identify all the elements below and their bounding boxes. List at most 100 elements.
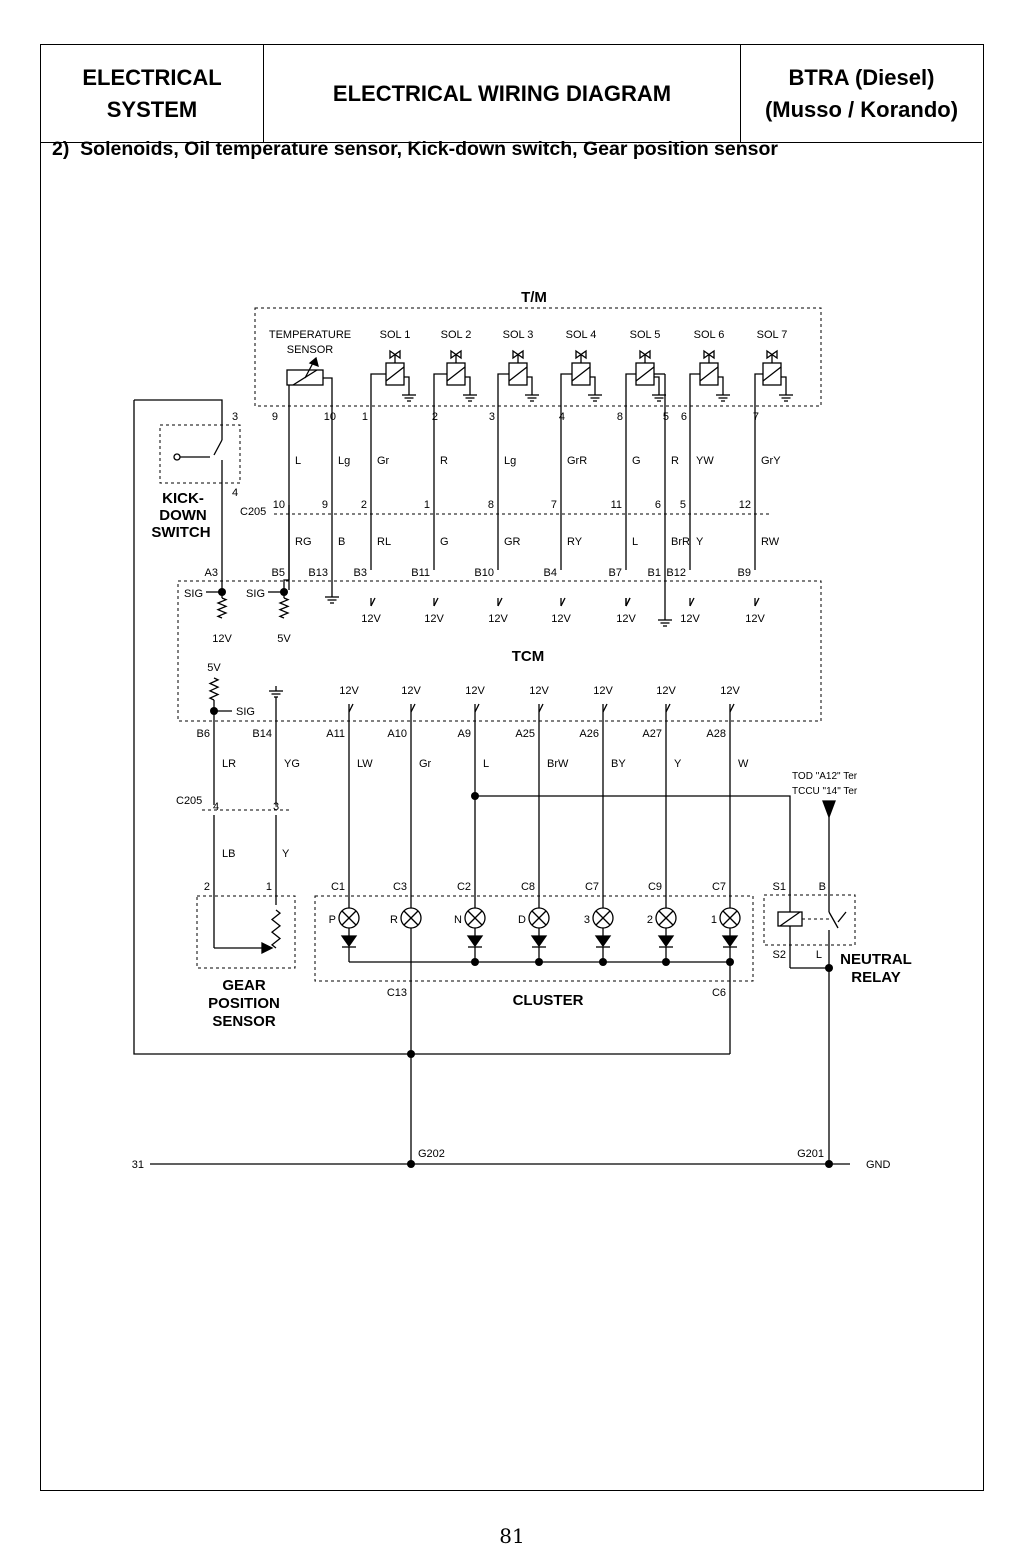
gps-label: POSITION (208, 995, 280, 1012)
gps-resistor-icon (270, 909, 282, 949)
tcm-supply: 12V (616, 613, 636, 625)
tcm-supply: 12V (656, 685, 676, 697)
solenoid-ground-wire (527, 376, 533, 390)
tcm-wire-color: RL (377, 536, 391, 548)
tm-pin: 5 (663, 411, 669, 423)
tm-wire-color: G (632, 455, 641, 467)
temp-sensor-label: SENSOR (287, 344, 334, 356)
ground-icon (716, 390, 730, 402)
tcm-supply: 12V (401, 685, 421, 697)
tm-label: T/M (521, 289, 547, 306)
junction-dot (471, 792, 479, 800)
tm-wire-color: Lg (338, 455, 350, 467)
coil-slash (385, 366, 405, 382)
tcm-bottom-wire-color: W (738, 758, 749, 770)
ground-icon (325, 592, 339, 604)
diode-icon (657, 935, 675, 948)
tm-pin: 6 (681, 411, 687, 423)
junction-dot (407, 1160, 415, 1168)
tcm-wire-color: BrR (671, 536, 690, 548)
tcm-pin-bottom: B14 (252, 728, 272, 740)
tm-wire-color: GrY (761, 455, 781, 467)
solenoid-icon (508, 349, 528, 386)
solenoid-icon (385, 349, 405, 386)
header-section: ELECTRICAL SYSTEM (41, 45, 264, 142)
tcm-pin-top: B3 (354, 567, 367, 579)
c205-label: C205 (240, 506, 266, 518)
tcm-wire-color: RY (567, 536, 583, 548)
lamp-x (403, 910, 419, 926)
tcm-supply: 12V (720, 685, 740, 697)
c205-pin: 6 (655, 499, 661, 511)
page-frame: ELECTRICAL SYSTEM ELECTRICAL WIRING DIAG… (40, 44, 984, 1491)
lamp-x (341, 910, 357, 926)
cluster-pin: C6 (712, 987, 726, 999)
relay-box (763, 894, 856, 946)
tcm-supply: 12V (339, 685, 359, 697)
junction-dot (218, 588, 226, 596)
tcm-pin-bottom: A11 (326, 728, 345, 740)
c205-label: C205 (176, 795, 202, 807)
thermistor-arrowhead (308, 356, 319, 368)
wire-solenoid (689, 373, 700, 505)
solenoid-ground-wire (654, 376, 660, 390)
junction-dot (471, 958, 479, 966)
tm-wire-color: YW (696, 455, 714, 467)
wire (134, 399, 223, 412)
tm-pin: 7 (753, 411, 759, 423)
tcm-stub-slash (689, 597, 695, 607)
tcm-box (177, 580, 822, 722)
tcm-pin-top: B12 (666, 567, 686, 579)
gps-label: SENSOR (212, 1013, 276, 1030)
wire (475, 795, 791, 915)
c205-pin: 3 (273, 801, 279, 813)
solenoid-icon (446, 349, 466, 386)
junction-dot (599, 958, 607, 966)
lamp-x (467, 910, 483, 926)
tm-wire-color: Lg (504, 455, 516, 467)
valve-symbol (389, 349, 401, 360)
tcm-supply: 12V (593, 685, 613, 697)
cluster-box (314, 895, 754, 982)
gps-label: GEAR (222, 977, 266, 994)
tcm-bottom-wire-color: Gr (419, 758, 432, 770)
tm-box (254, 307, 822, 407)
cluster-pin: C9 (648, 881, 662, 893)
relay-contact (828, 911, 839, 929)
tm-pin: 8 (617, 411, 623, 423)
diode-icon (721, 935, 739, 948)
tcm-supply: 12V (212, 633, 232, 645)
tcm-pin-top: B5 (272, 567, 285, 579)
cluster-pin: C1 (331, 881, 345, 893)
tcm-wire-color: Y (696, 536, 704, 548)
valve-symbol (703, 349, 715, 360)
lamp-icon (592, 907, 614, 929)
tcm-stub-slash (410, 703, 416, 713)
kickdown-contact (173, 453, 181, 461)
c205-pin: 1 (424, 499, 430, 511)
diode-icon (340, 935, 358, 948)
tm-pin: 3 (489, 411, 495, 423)
tcm-pin-bottom: A25 (515, 728, 535, 740)
relay-pin: S2 (773, 949, 786, 961)
coil-slash (762, 366, 782, 382)
tcm-pin-top: B4 (544, 567, 557, 579)
tcm-pin-bottom: B6 (197, 728, 210, 740)
solenoid-label: SOL 5 (630, 329, 661, 341)
page-number: 81 (499, 1524, 525, 1548)
section-subtitle: 2) Solenoids, Oil temperature sensor, Ki… (52, 138, 779, 160)
lamp-icon (400, 907, 422, 929)
wire-solenoid (497, 373, 509, 505)
c205-pin: 12 (739, 499, 751, 511)
diode-icon (594, 935, 612, 948)
gps-pin: 1 (266, 881, 272, 893)
tcm-pin-bottom: A10 (387, 728, 407, 740)
solenoid-label: SOL 6 (694, 329, 725, 341)
tcm-sig-label: SIG (236, 706, 255, 718)
tm-wire-color: GrR (567, 455, 587, 467)
tcm-stub-slash (625, 597, 631, 607)
tcm-pin-bottom: A9 (458, 728, 471, 740)
lamp-label: R (390, 914, 398, 926)
gps-wire-color: Y (282, 848, 290, 860)
ground-icon (402, 390, 416, 402)
